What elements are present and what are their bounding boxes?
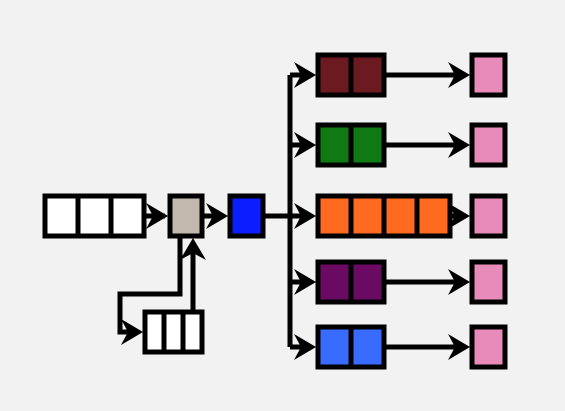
orange-branch-queue-cell <box>381 193 420 239</box>
orange-branch-in-arrowhead <box>294 203 316 229</box>
orange-branch-sink <box>469 193 508 239</box>
blue-branch-queue <box>315 324 387 370</box>
dark-red-branch-queue <box>315 52 387 98</box>
green-branch-queue-cell <box>348 122 387 168</box>
input-queue <box>42 193 147 239</box>
recycle-queue-cell <box>142 309 167 355</box>
recycle-queue <box>142 309 205 355</box>
dark-red-branch-queue-cell <box>348 52 387 98</box>
recycle-return-arrowhead <box>180 238 206 260</box>
purple-branch-queue-cell <box>348 259 387 305</box>
input-to-scheduler-arrowhead <box>146 203 168 229</box>
input-queue-cell <box>75 193 114 239</box>
green-branch-queue <box>315 122 387 168</box>
green-branch-sink <box>469 122 508 168</box>
purple-branch-queue-cell <box>315 259 354 305</box>
scheduler-box <box>167 193 205 239</box>
dark-red-branch-queue-cell <box>315 52 354 98</box>
recycle-in-arrowhead <box>121 319 143 345</box>
queue-shapes <box>42 52 508 370</box>
green-branch-queue-cell <box>315 122 354 168</box>
recycle-out-line <box>117 236 183 335</box>
orange-branch-queue-cell <box>348 193 387 239</box>
scheduler-to-dispatcher-arrowhead <box>206 203 228 229</box>
purple-branch-in-arrowhead <box>294 269 316 295</box>
green-branch-out-arrowhead <box>448 132 470 158</box>
purple-branch-sink <box>469 259 508 305</box>
purple-branch-out-arrowhead <box>448 269 470 295</box>
arrow-heads <box>121 62 470 360</box>
recycle-queue-cell <box>180 309 205 355</box>
green-branch-in-arrowhead <box>294 132 316 158</box>
blue-branch-queue-cell <box>315 324 354 370</box>
input-queue-cell <box>42 193 81 239</box>
dark-red-branch-sink <box>469 52 508 98</box>
blue-branch-in-arrowhead <box>294 334 316 360</box>
dark-red-branch-in-arrowhead <box>294 62 316 88</box>
orange-branch-queue-cell <box>315 193 354 239</box>
orange-branch-out-arrowhead <box>448 203 470 229</box>
dark-red-branch-out-arrowhead <box>448 62 470 88</box>
orange-branch-queue-cell <box>414 193 453 239</box>
blue-branch-sink <box>469 324 508 370</box>
blue-branch-queue-cell <box>348 324 387 370</box>
purple-branch-queue <box>315 259 387 305</box>
recycle-queue-cell <box>161 309 186 355</box>
input-queue-cell <box>108 193 147 239</box>
blue-branch-out-arrowhead <box>448 334 470 360</box>
dispatcher-box <box>227 193 266 239</box>
orange-branch-queue <box>315 193 453 239</box>
